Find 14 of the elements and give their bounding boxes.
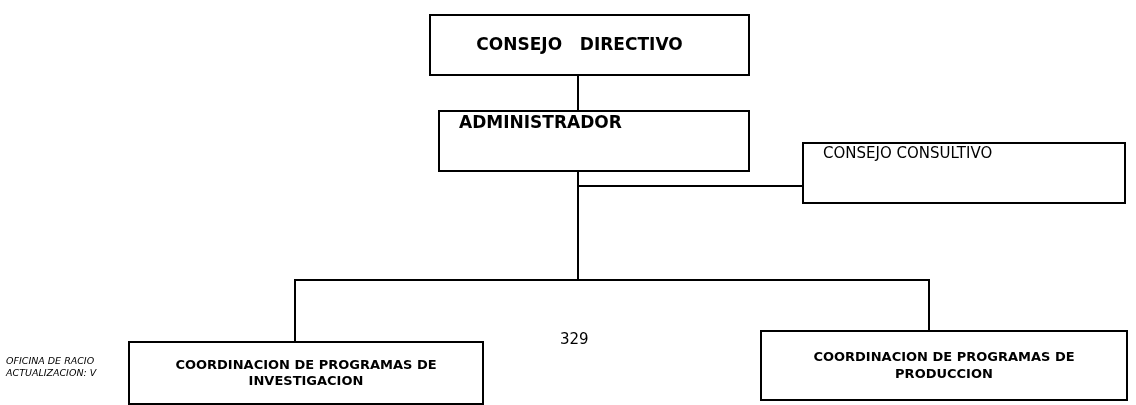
footer-text: OFICINA DE RACIO	[6, 355, 95, 366]
org-box	[128, 341, 484, 405]
org-box	[438, 110, 750, 172]
page-number: 329	[560, 330, 589, 348]
box-title: ADMINISTRADOR	[459, 112, 622, 134]
connector-line	[577, 75, 579, 111]
org-box	[802, 142, 1126, 204]
box-title: CONSEJO CONSULTIVO	[823, 144, 993, 163]
box-title: COORDINACION DE PROGRAMAS DE PRODUCCION	[812, 349, 1076, 382]
box-title: CONSEJO DIRECTIVO	[476, 34, 683, 56]
footer-text: ACTUALIZACION: V	[6, 367, 97, 378]
org-box	[760, 330, 1128, 401]
org-box	[429, 14, 750, 76]
box-title: COORDINACION DE PROGRAMAS DE INVESTIGACION	[174, 356, 438, 390]
